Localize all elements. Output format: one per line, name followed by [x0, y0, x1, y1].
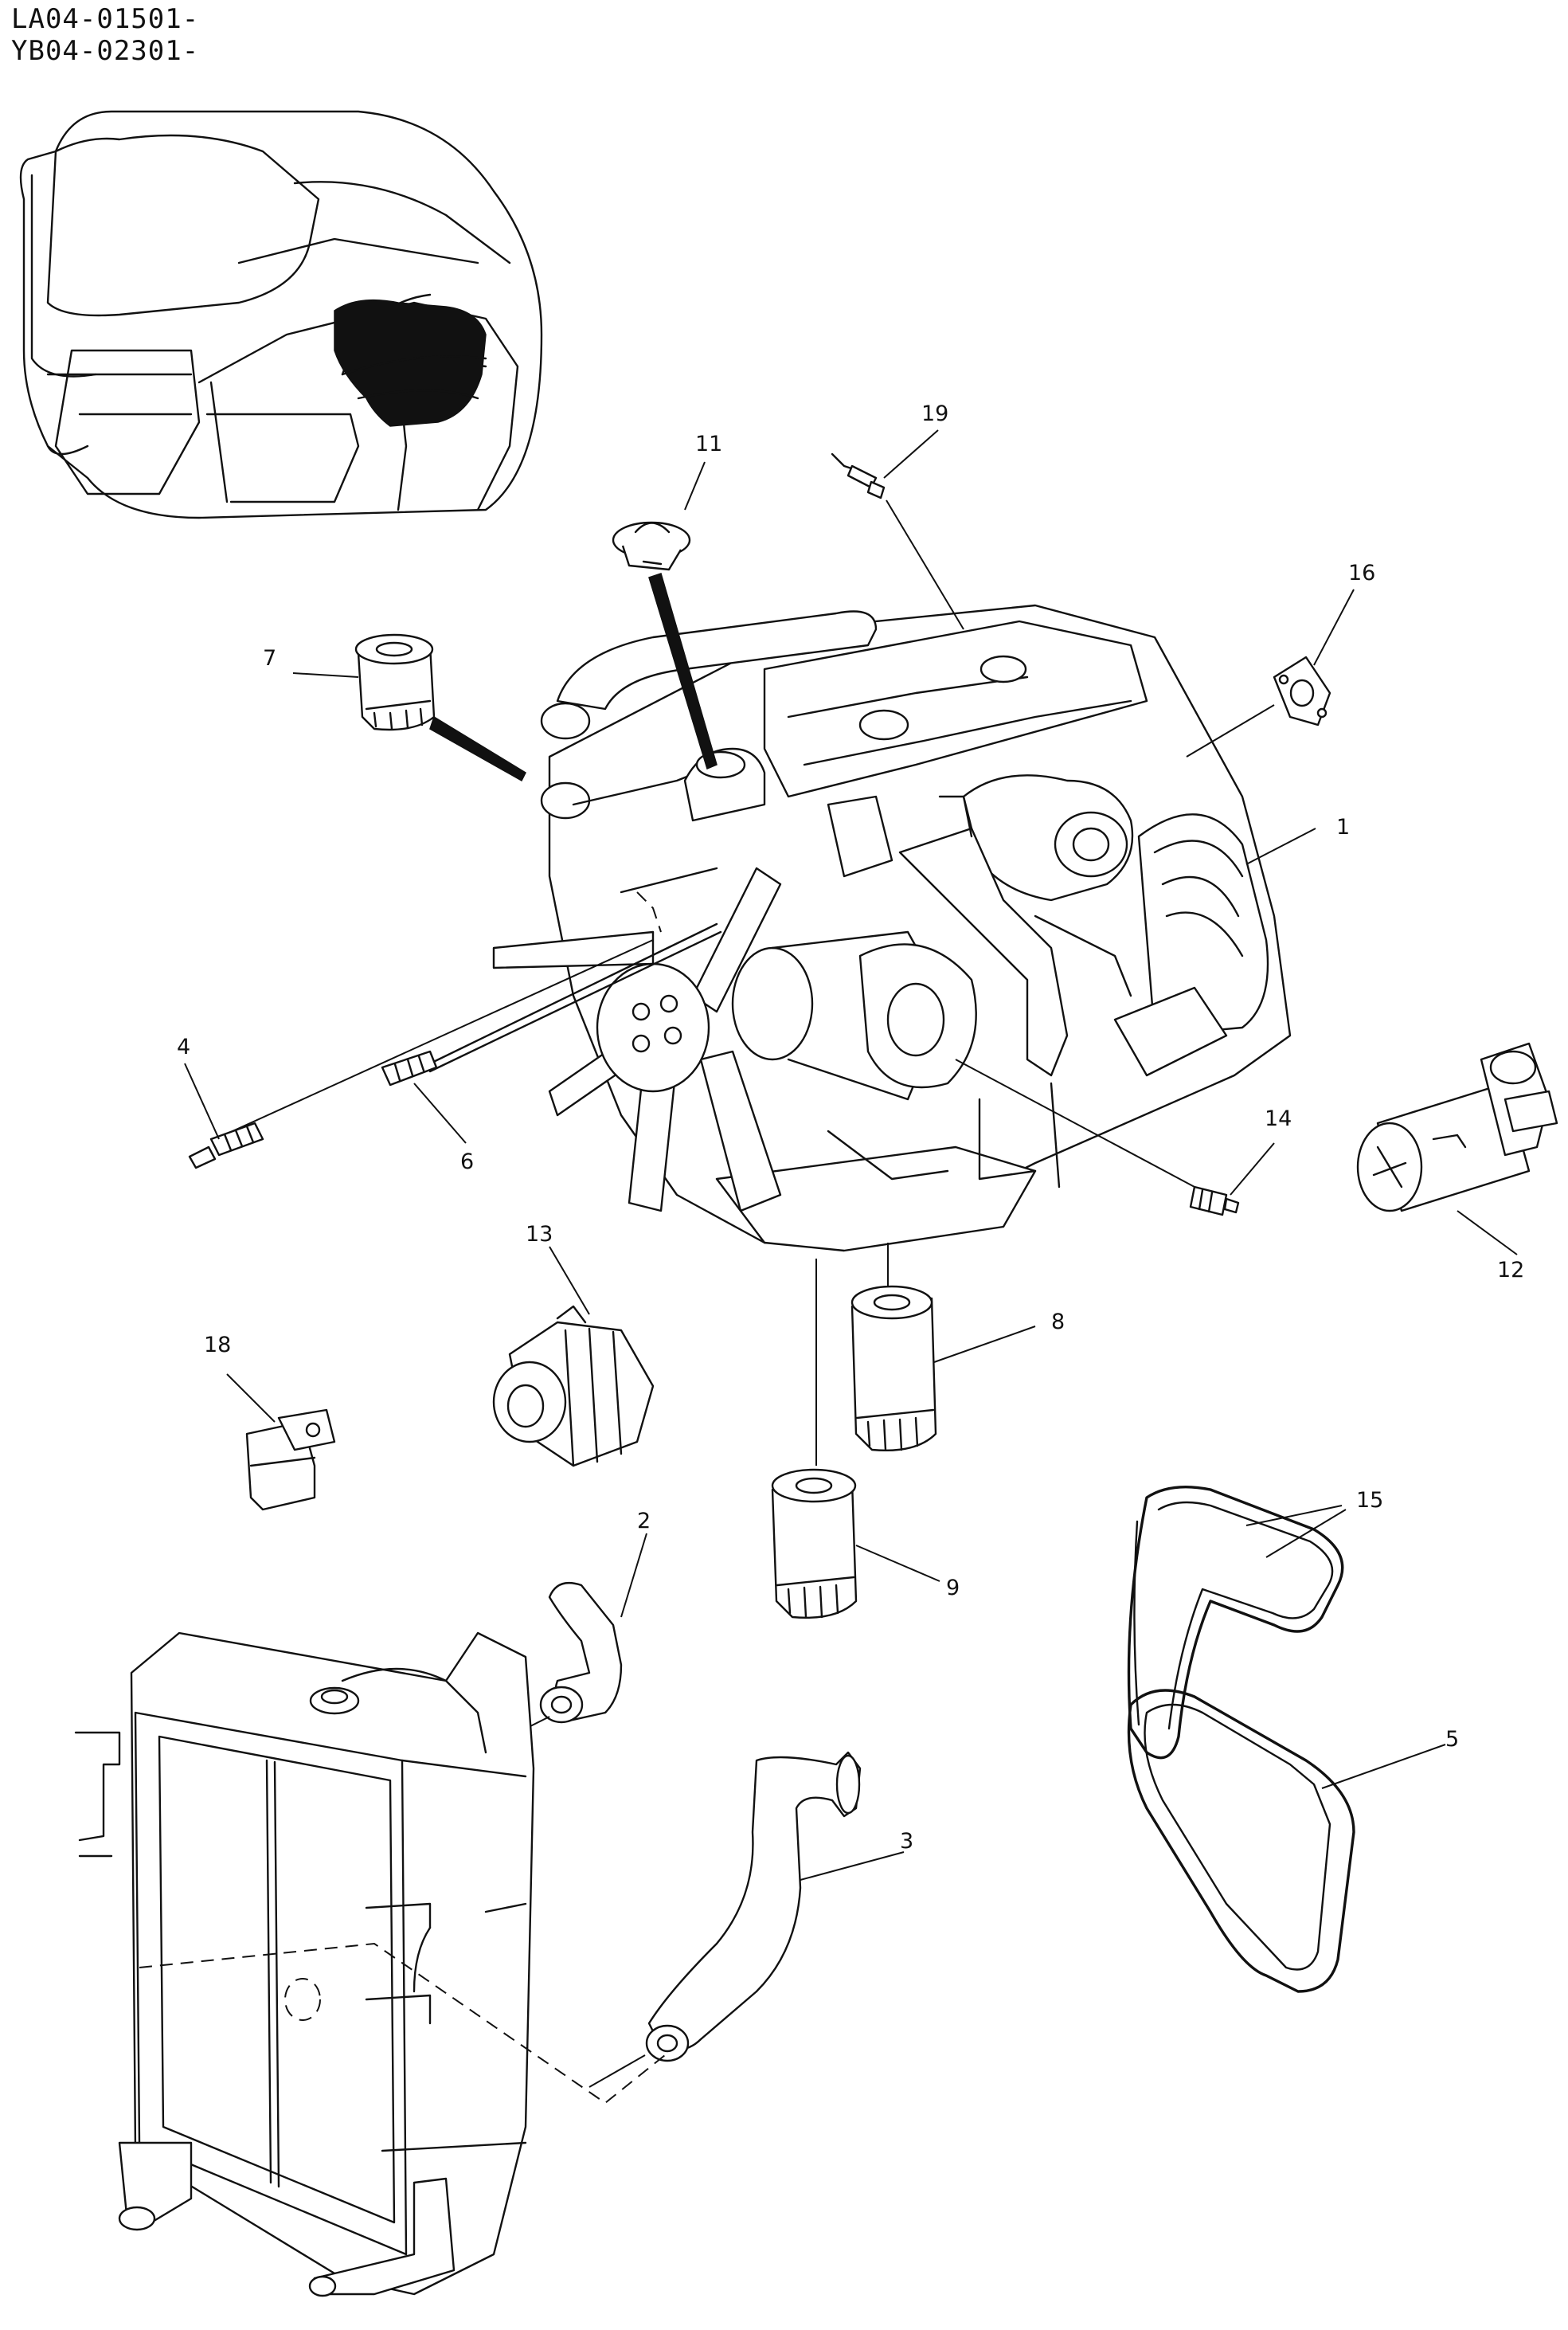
- callout-7: 7: [263, 646, 276, 671]
- part-9-fuel-filter: [771, 1259, 940, 1619]
- part-11-thermostat: [612, 521, 718, 770]
- serial-number-1: LA04-01501-: [11, 3, 200, 35]
- callout-11: 11: [695, 432, 722, 456]
- part-4-oil-pressure-switch: [188, 939, 654, 1169]
- part-12-starter-motor: [1356, 1042, 1558, 1255]
- callout-19: 19: [921, 401, 948, 426]
- part-13-alternator: [492, 1246, 655, 1467]
- part-6-temperature-sensor: [381, 1050, 467, 1144]
- callout-14: 14: [1265, 1106, 1292, 1131]
- radiator-assembly: [74, 1631, 666, 2297]
- callout-6: 6: [460, 1149, 474, 1174]
- part-3-lower-radiator-hose: [588, 1751, 905, 2088]
- part-16-gasket: [1186, 656, 1331, 758]
- callout-2: 2: [637, 1509, 651, 1533]
- engine-assembly: [420, 604, 1292, 1252]
- part-2-upper-radiator-hose: [493, 1533, 647, 1745]
- callout-4: 4: [177, 1035, 190, 1059]
- part-8-oil-filter: [850, 1243, 1036, 1451]
- callout-9: 9: [946, 1576, 960, 1600]
- callout-16: 16: [1348, 561, 1375, 585]
- callout-3: 3: [900, 1829, 913, 1854]
- part-19-water-temperature-sender: [831, 452, 964, 630]
- callout-5: 5: [1445, 1727, 1459, 1752]
- part-7-fuel-filter: [354, 633, 526, 782]
- part-15-fan-belts: [1127, 1486, 1347, 1760]
- part-14-switch: [955, 1059, 1275, 1216]
- machine-location-inset: [19, 110, 543, 519]
- part-18-relay: [226, 1373, 336, 1511]
- callout-8: 8: [1051, 1310, 1065, 1334]
- callout-15: 15: [1356, 1488, 1383, 1513]
- callout-18: 18: [204, 1333, 231, 1357]
- part-5-alternator-belt: [1127, 1689, 1446, 1993]
- callout-1: 1: [1336, 815, 1350, 840]
- serial-number-2: YB04-02301-: [11, 35, 200, 67]
- callout-12: 12: [1497, 1258, 1524, 1282]
- callout-13: 13: [526, 1222, 553, 1247]
